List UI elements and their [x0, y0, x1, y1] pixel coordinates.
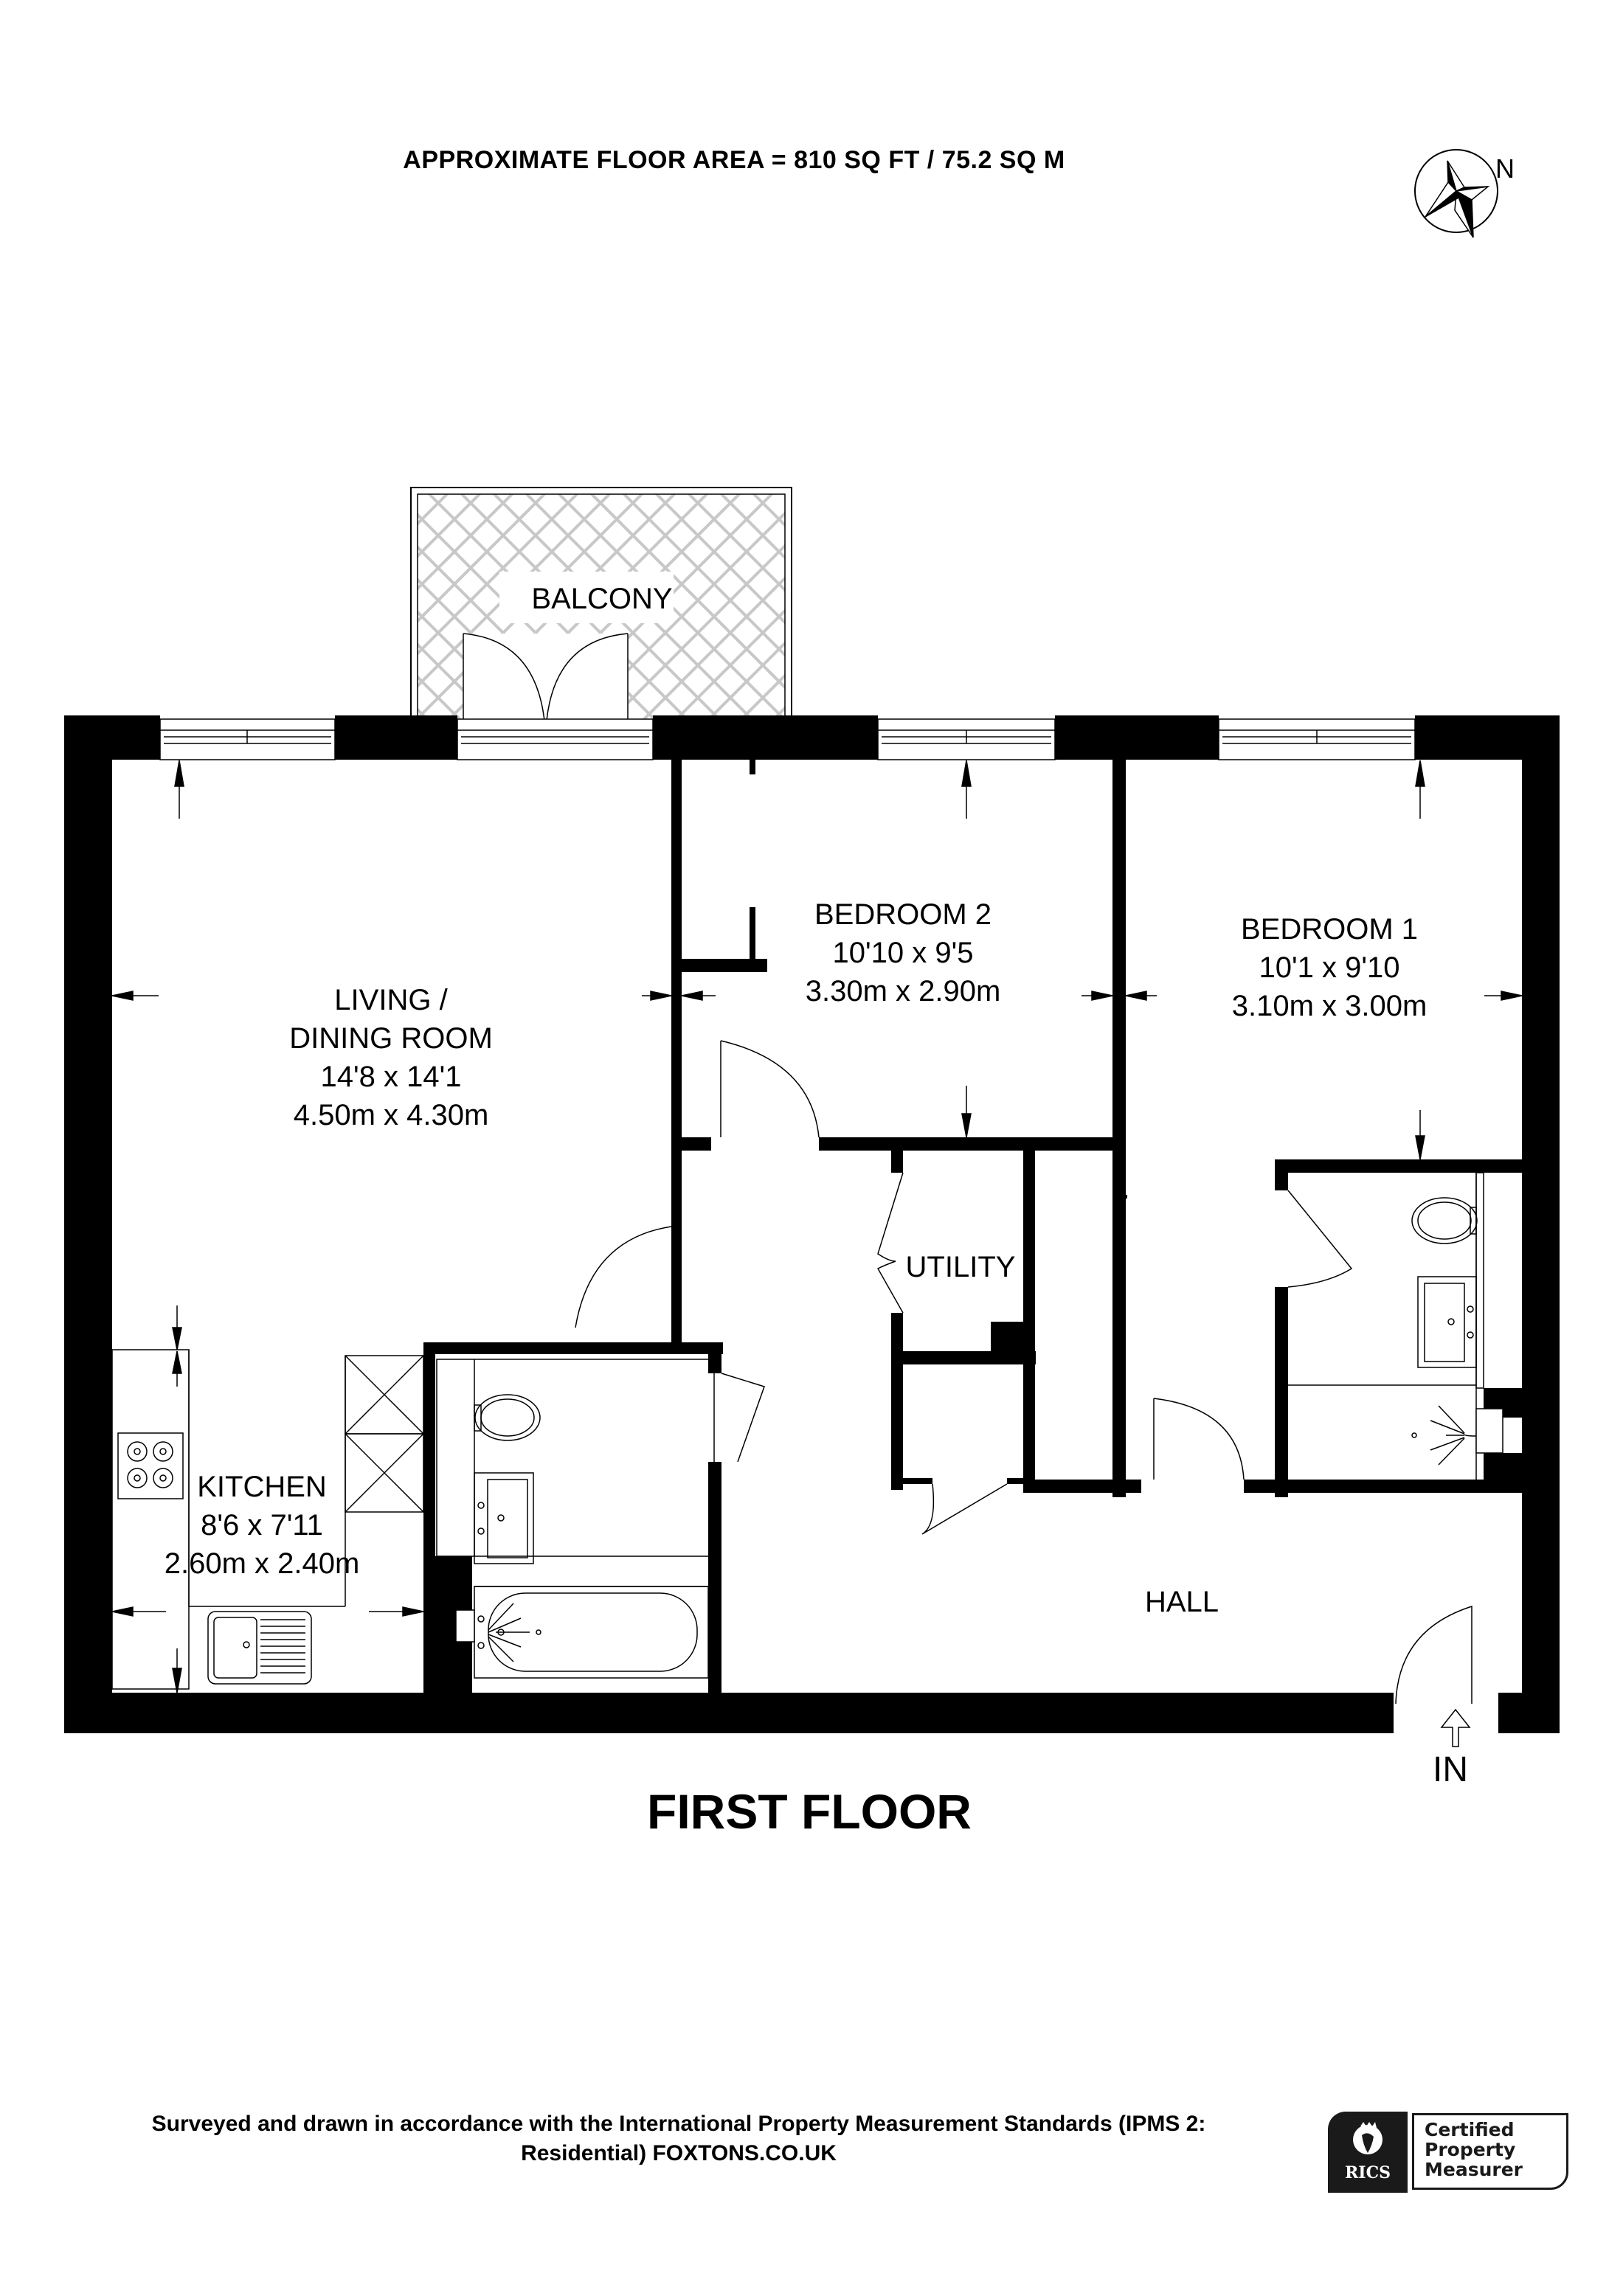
bedroom2-door-icon: [720, 1040, 820, 1138]
sink-icon: [207, 1611, 312, 1685]
utility-bifold-door-icon: [876, 1172, 904, 1314]
balcony-double-door-icon: [463, 633, 629, 741]
cupboard-door-icon: [921, 1483, 1008, 1535]
floor-title: FIRST FLOOR: [0, 1783, 1623, 1839]
living-imperial-dimensions: 14'8 x 14'1: [320, 1061, 462, 1093]
rics-lion-icon: [1353, 2122, 1383, 2154]
north-label: N: [1495, 153, 1515, 184]
compass-icon: N: [1413, 148, 1516, 243]
living-door-icon: [575, 1226, 672, 1328]
footer-statement: Surveyed and drawn in accordance with th…: [44, 2109, 1313, 2168]
room-utility: UTILITY: [906, 1248, 1016, 1286]
floor-title-text: FIRST FLOOR: [647, 1784, 972, 1839]
entrance-label: IN: [1433, 1750, 1468, 1789]
shower-icon: [1475, 1408, 1503, 1454]
entrance-arrow-icon: [1440, 1708, 1471, 1747]
bedroom1-metric-dimensions: 3.10m x 3.00m: [1231, 990, 1428, 1022]
kitchen-label: KITCHEN: [197, 1471, 327, 1503]
entrance-door-icon: [1395, 1605, 1473, 1704]
windows: [159, 718, 1416, 760]
bedroom1-hall-door-icon: [1153, 1398, 1245, 1480]
ensuite-fittings: [1288, 1172, 1503, 1480]
basin-icon: [474, 1472, 534, 1564]
bedroom1-imperial-dimensions: 10'1 x 9'10: [1259, 951, 1400, 984]
floor-plan: [64, 487, 1560, 1747]
room-kitchen: KITCHEN 8'6 x 7'11 2.60m x 2.40m: [165, 1468, 360, 1583]
floor-area-text: APPROXIMATE FLOOR AREA = 810 SQ FT / 75.…: [403, 146, 1065, 174]
bedroom2-imperial-dimensions: 10'10 x 9'5: [832, 937, 974, 969]
floor-area-title: APPROXIMATE FLOOR AREA = 810 SQ FT / 75.…: [0, 146, 1623, 175]
balcony-label: BALCONY: [531, 583, 673, 615]
hob-icon: [117, 1432, 184, 1499]
room-bedroom-2: BEDROOM 2 10'10 x 9'5 3.30m x 2.90m: [806, 895, 1001, 1010]
bedroom2-metric-dimensions: 3.30m x 2.90m: [805, 975, 1001, 1007]
bathroom-fittings: [436, 1359, 715, 1679]
room-living-dining: LIVING / DINING ROOM 14'8 x 14'1 4.50m x…: [289, 981, 493, 1134]
utility-label: UTILITY: [905, 1251, 1016, 1283]
living-label-line1: LIVING /: [334, 984, 448, 1016]
room-balcony: BALCONY: [531, 580, 672, 618]
rics-logo: RICS: [1328, 2112, 1408, 2193]
rics-certified-badge: RICS Certified Property Measurer: [1328, 2112, 1573, 2194]
living-label-line2: DINING ROOM: [289, 1022, 493, 1055]
kitchen-imperial-dimensions: 8'6 x 7'11: [201, 1509, 323, 1541]
ensuite-toilet-icon: [1470, 1207, 1477, 1235]
badge-line-3: Measurer: [1425, 2159, 1523, 2180]
kitchen-metric-dimensions: 2.60m x 2.40m: [164, 1547, 360, 1580]
bathroom-door-icon: [721, 1373, 765, 1463]
hall-label: HALL: [1144, 1586, 1219, 1618]
living-metric-dimensions: 4.50m x 4.30m: [293, 1099, 489, 1131]
footer-line-1: Surveyed and drawn in accordance with th…: [151, 2112, 1206, 2136]
bedroom2-label: BEDROOM 2: [814, 898, 992, 931]
bedroom1-label: BEDROOM 1: [1240, 913, 1419, 946]
room-bedroom-1: BEDROOM 1 10'1 x 9'10 3.10m x 3.00m: [1232, 910, 1428, 1025]
room-hall: HALL: [1145, 1583, 1219, 1621]
rics-brand-text: RICS: [1345, 2163, 1391, 2182]
badge-line-1: Certified: [1425, 2119, 1515, 2140]
dimension-arrows: [111, 760, 1523, 1693]
rics-certification-text: Certified Property Measurer: [1412, 2113, 1568, 2190]
footer-line-2: Residential) FOXTONS.CO.UK: [521, 2141, 837, 2165]
badge-line-2: Property: [1425, 2139, 1516, 2160]
doors: [575, 1040, 1473, 1704]
kitchen-fittings: [111, 1349, 424, 1690]
ensuite-basin-icon: [1417, 1276, 1477, 1368]
ensuite-door-icon: [1287, 1190, 1353, 1288]
